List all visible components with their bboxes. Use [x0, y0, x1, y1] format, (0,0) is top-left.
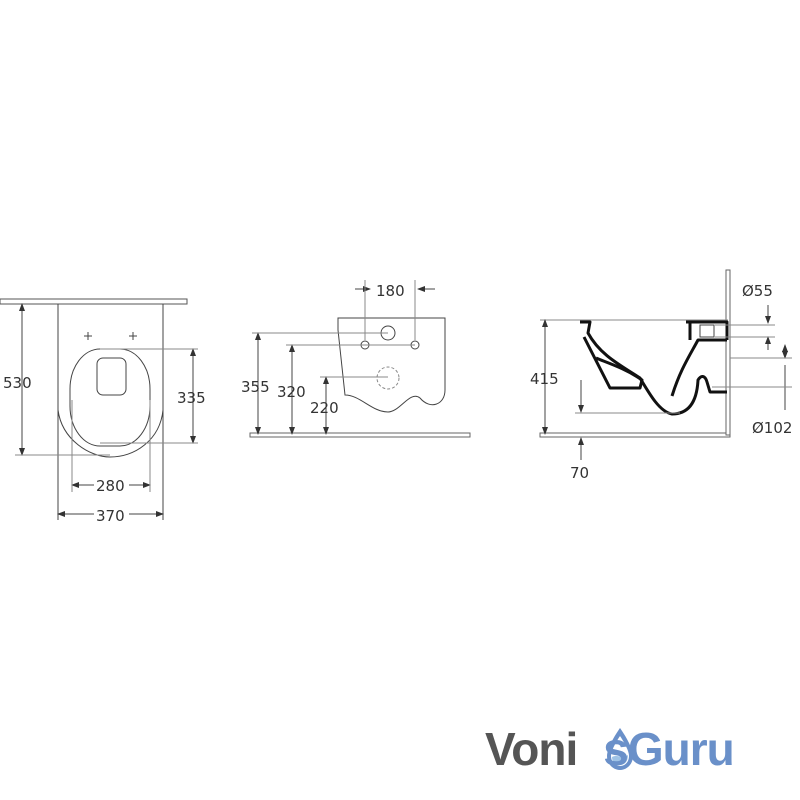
vonios-guru-logo: Voni sGuru [485, 722, 735, 776]
wall-plate [0, 298, 188, 305]
seat-opening [96, 357, 127, 396]
logo-text-sguru: sGuru [603, 723, 734, 775]
outlet-circle [376, 366, 400, 390]
rim-section [582, 336, 644, 390]
dim-d55: Ø55 [742, 282, 773, 300]
bowl-section-outer [580, 320, 727, 416]
dim-70: 70 [570, 464, 589, 482]
front-view: 530 335 280 370 [0, 298, 206, 525]
dim-415: 415 [530, 370, 559, 388]
dim-370: 370 [96, 507, 125, 525]
dim-335: 335 [177, 389, 206, 407]
dim-220: 220 [310, 399, 339, 417]
dim-d102: Ø102 [752, 419, 792, 437]
dim-320: 320 [277, 383, 306, 401]
bowl-back-outline [337, 317, 446, 413]
logo-text-voni: Voni [485, 723, 578, 775]
bowl-outline [57, 409, 164, 458]
fixing-crosses [84, 332, 137, 340]
seat-outline [69, 348, 151, 447]
dim-180: 180 [376, 282, 405, 300]
wall-side-view: 180 355 320 220 [241, 280, 471, 438]
wall-line [725, 269, 731, 436]
floor-line [539, 432, 731, 438]
section-view: 415 70 Ø55 Ø102 [530, 269, 792, 482]
water-drop-icon [607, 728, 633, 770]
dim-280: 280 [96, 477, 125, 495]
dim-530: 530 [3, 374, 32, 392]
dim-355: 355 [241, 378, 270, 396]
floor-line [249, 432, 471, 438]
trap-section [670, 320, 729, 397]
